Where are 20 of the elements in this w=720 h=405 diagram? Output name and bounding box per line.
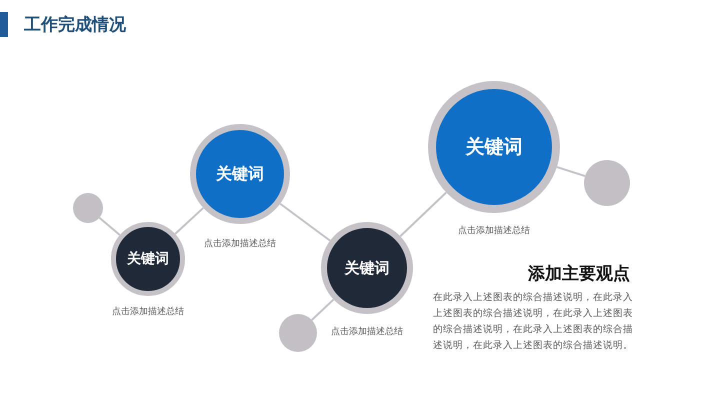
connector-line xyxy=(556,166,586,177)
circle xyxy=(279,314,317,352)
connector-line xyxy=(174,207,204,235)
heading: 添加主要观点 xyxy=(527,263,630,285)
caption-text: 点击添加描述总结 xyxy=(331,326,403,338)
caption-text: 点击添加描述总结 xyxy=(112,306,184,318)
connector-line xyxy=(280,202,331,242)
description-text: 在此录入上述图表的综合描述说明，在此录入上述图表的综合描述说明，在此录入上述图表的综合描述说明，在此录入上述图表的综合描述说明，在此录入上述图表的综合描述说明。 xyxy=(433,291,634,353)
connector-line xyxy=(311,298,334,321)
keyword-circle: 关键词 xyxy=(111,222,185,296)
connector-line xyxy=(400,192,447,237)
caption-text: 点击添加描述总结 xyxy=(204,238,276,250)
caption-text: 点击添加描述总结 xyxy=(458,224,530,237)
keyword-circle: 关键词 xyxy=(190,124,290,224)
circle xyxy=(73,193,103,223)
keyword-circle: 关键词 xyxy=(321,222,413,314)
title: 工作完成情况 xyxy=(24,14,126,36)
keyword-circle: 关键词 xyxy=(428,81,560,213)
connector-line xyxy=(98,216,120,236)
circle xyxy=(584,160,630,206)
